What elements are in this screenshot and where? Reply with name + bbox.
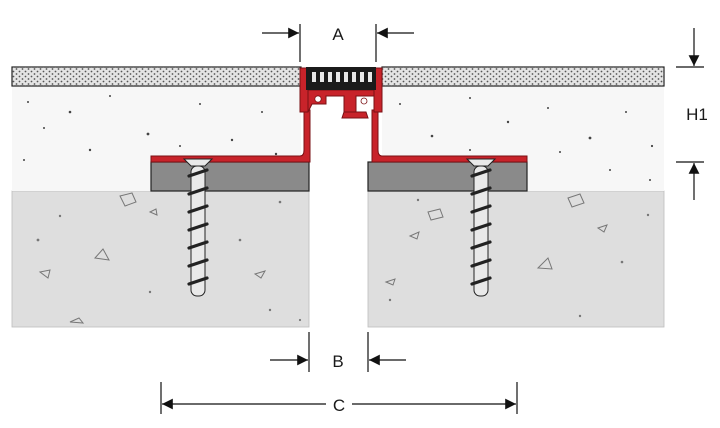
bedding-block-left xyxy=(150,161,310,192)
tile-texture-right xyxy=(382,67,664,86)
dimension-b xyxy=(270,332,406,372)
screw-icon xyxy=(465,158,497,297)
screw-icon xyxy=(182,158,214,297)
rubber-insert xyxy=(306,67,376,90)
concrete-aggregate-left xyxy=(38,192,267,324)
dimension-h1 xyxy=(676,28,704,200)
expansion-joint-profile xyxy=(150,67,528,163)
concrete-aggregate-right xyxy=(384,193,608,286)
screed-specks xyxy=(23,95,654,181)
dimension-a xyxy=(262,24,414,62)
dimension-label-c: C xyxy=(333,396,345,415)
dimension-label-h1: H1 xyxy=(686,105,708,124)
dimension-label-a: A xyxy=(332,25,344,44)
dimension-c xyxy=(160,382,518,414)
profile-details xyxy=(314,95,368,105)
bedding-block-right xyxy=(367,161,528,192)
tile-texture-left xyxy=(12,67,301,86)
concrete-specks xyxy=(36,198,650,322)
dimension-label-b: B xyxy=(332,352,343,371)
concrete-slab-left xyxy=(11,190,310,328)
concrete-slab-right xyxy=(367,190,665,328)
